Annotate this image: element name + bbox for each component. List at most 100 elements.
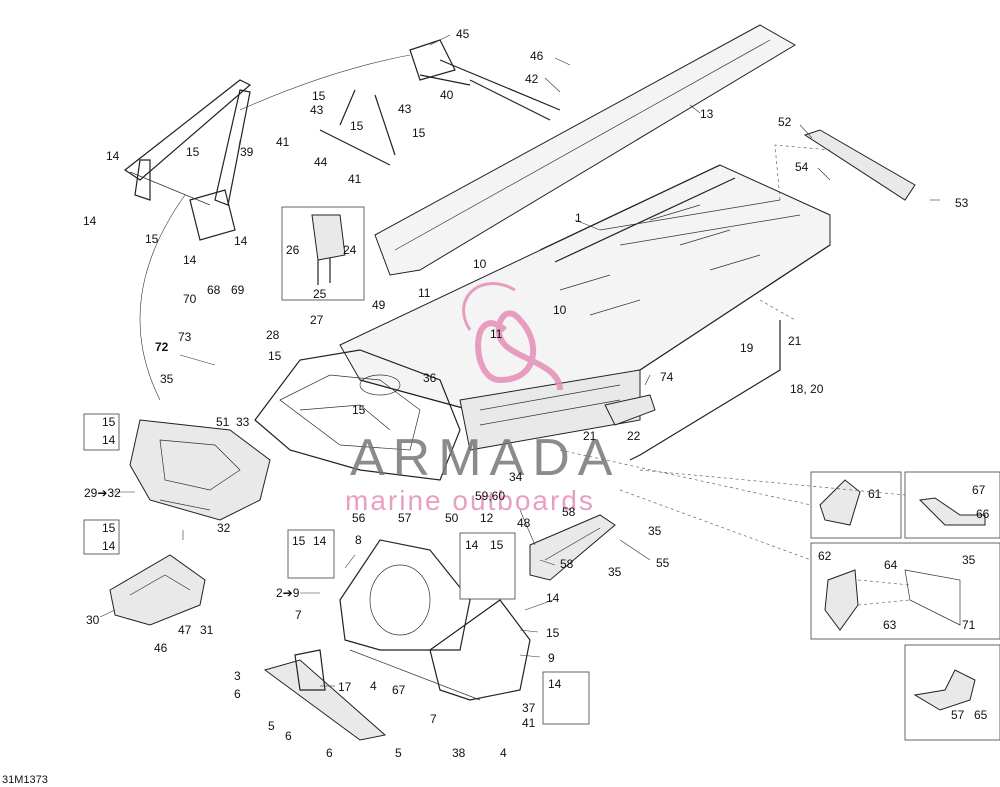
callout-3: 3 [234, 669, 241, 683]
step-plate [604, 394, 656, 426]
callout-49: 49 [372, 298, 386, 312]
callout-6-a: 6 [234, 687, 241, 701]
callout-41-c: 41 [522, 716, 536, 730]
callout-44: 44 [314, 155, 328, 169]
callout-14-5: 14 [102, 433, 116, 447]
callout-56: 56 [352, 511, 366, 525]
callout-67-a: 67 [392, 683, 406, 697]
callout-69: 69 [231, 283, 245, 297]
tunnel-cover-panel [374, 24, 796, 276]
fastener-box-14-15-b [83, 519, 120, 555]
tunnel-assembly [339, 164, 831, 451]
callout-31: 31 [200, 623, 214, 637]
rear-extension [803, 129, 916, 201]
callout-55: 55 [656, 556, 670, 570]
detail-box-62-71 [810, 542, 1000, 640]
callout-59-60: 59,60 [475, 489, 505, 503]
watermark-tagline: marine outboards [345, 485, 595, 516]
callout-71: 71 [962, 618, 976, 632]
detail-connectors [559, 144, 906, 561]
callout-18-20: 18, 20 [790, 382, 824, 396]
callout-46-b: 46 [154, 641, 168, 655]
callout-57-b: 57 [951, 708, 965, 722]
bumper-bracket [129, 419, 271, 521]
callout-15-6: 15 [268, 349, 282, 363]
callout-6-b: 6 [285, 729, 292, 743]
lower-frame [339, 539, 531, 701]
callout-58-a: 58 [562, 505, 576, 519]
callout-45: 45 [456, 27, 470, 41]
callout-33: 33 [236, 415, 250, 429]
callout-9: 9 [548, 651, 555, 665]
callout-2-9: 2➔9 [276, 586, 300, 600]
callout-35-c: 35 [608, 565, 622, 579]
callout-5-a: 5 [268, 719, 275, 733]
callout-74: 74 [660, 370, 674, 384]
callout-12: 12 [480, 511, 494, 525]
callout-14-8: 14 [465, 538, 479, 552]
callout-27: 27 [310, 313, 324, 327]
detail-box-66-67 [904, 471, 1000, 539]
callout-65: 65 [974, 708, 988, 722]
callout-15-4: 15 [350, 119, 364, 133]
callout-25: 25 [313, 287, 327, 301]
callout-15-11: 15 [490, 538, 504, 552]
callout-47: 47 [178, 623, 192, 637]
front-frame [254, 349, 461, 481]
upper-cable-line [239, 54, 411, 111]
callout-52: 52 [778, 115, 792, 129]
callout-57-a: 57 [398, 511, 412, 525]
diagram-reference-code: 31M1373 [2, 774, 48, 786]
callout-29-32: 29➔32 [84, 486, 121, 500]
callout-11-b: 11 [490, 327, 503, 341]
callout-35-d: 35 [962, 553, 976, 567]
upper-column-frame [123, 79, 252, 241]
callout-21-a: 21 [788, 334, 802, 348]
callout-43-a: 43 [310, 103, 324, 117]
callout-51: 51 [216, 415, 230, 429]
callout-70: 70 [183, 292, 197, 306]
callout-1: 1 [575, 211, 582, 225]
callout-50: 50 [445, 511, 459, 525]
callout-66: 66 [976, 507, 990, 521]
callout-15-12: 15 [546, 626, 560, 640]
leader-lines [99, 34, 940, 687]
callout-37: 37 [522, 701, 536, 715]
callout-35-b: 35 [648, 524, 662, 538]
callout-34: 34 [509, 470, 523, 484]
callout-14-6: 14 [102, 539, 116, 553]
callout-13: 13 [700, 107, 714, 121]
support-rods [319, 39, 561, 166]
callout-40: 40 [440, 88, 454, 102]
callout-labels: 1 2➔9 3 4 4 5 5 6 6 6 7 7 8 9 10 10 11 1… [83, 27, 990, 760]
footrest-plate [263, 649, 387, 741]
callout-5-b: 5 [395, 746, 402, 760]
callout-42: 42 [525, 72, 539, 86]
callout-35-a: 35 [160, 372, 174, 386]
callout-14-2: 14 [83, 214, 97, 228]
callout-43-b: 43 [398, 102, 412, 116]
callout-32: 32 [217, 521, 231, 535]
detail-box-61 [810, 471, 902, 539]
callout-21-b: 21 [583, 429, 597, 443]
callout-15-3: 15 [312, 89, 326, 103]
callout-67-b: 67 [972, 483, 986, 497]
callout-48: 48 [517, 516, 531, 530]
fastener-box-14-15-c [287, 529, 335, 579]
callout-53: 53 [955, 196, 969, 210]
callout-68: 68 [207, 283, 221, 297]
callout-36: 36 [423, 371, 437, 385]
callout-8: 8 [355, 533, 362, 547]
callout-26: 26 [286, 243, 300, 257]
callout-41-a: 41 [276, 135, 290, 149]
callout-4-b: 4 [500, 746, 507, 760]
callout-41-b: 41 [348, 172, 362, 186]
callout-15-2: 15 [145, 232, 159, 246]
detail-box-65 [904, 644, 1000, 741]
callout-14-10: 14 [548, 677, 562, 691]
watermark-brand: ARMADA [350, 429, 620, 487]
callout-54: 54 [795, 160, 809, 174]
callout-15-8: 15 [102, 415, 116, 429]
callout-15-1: 15 [186, 145, 200, 159]
callout-14-9: 14 [546, 591, 560, 605]
